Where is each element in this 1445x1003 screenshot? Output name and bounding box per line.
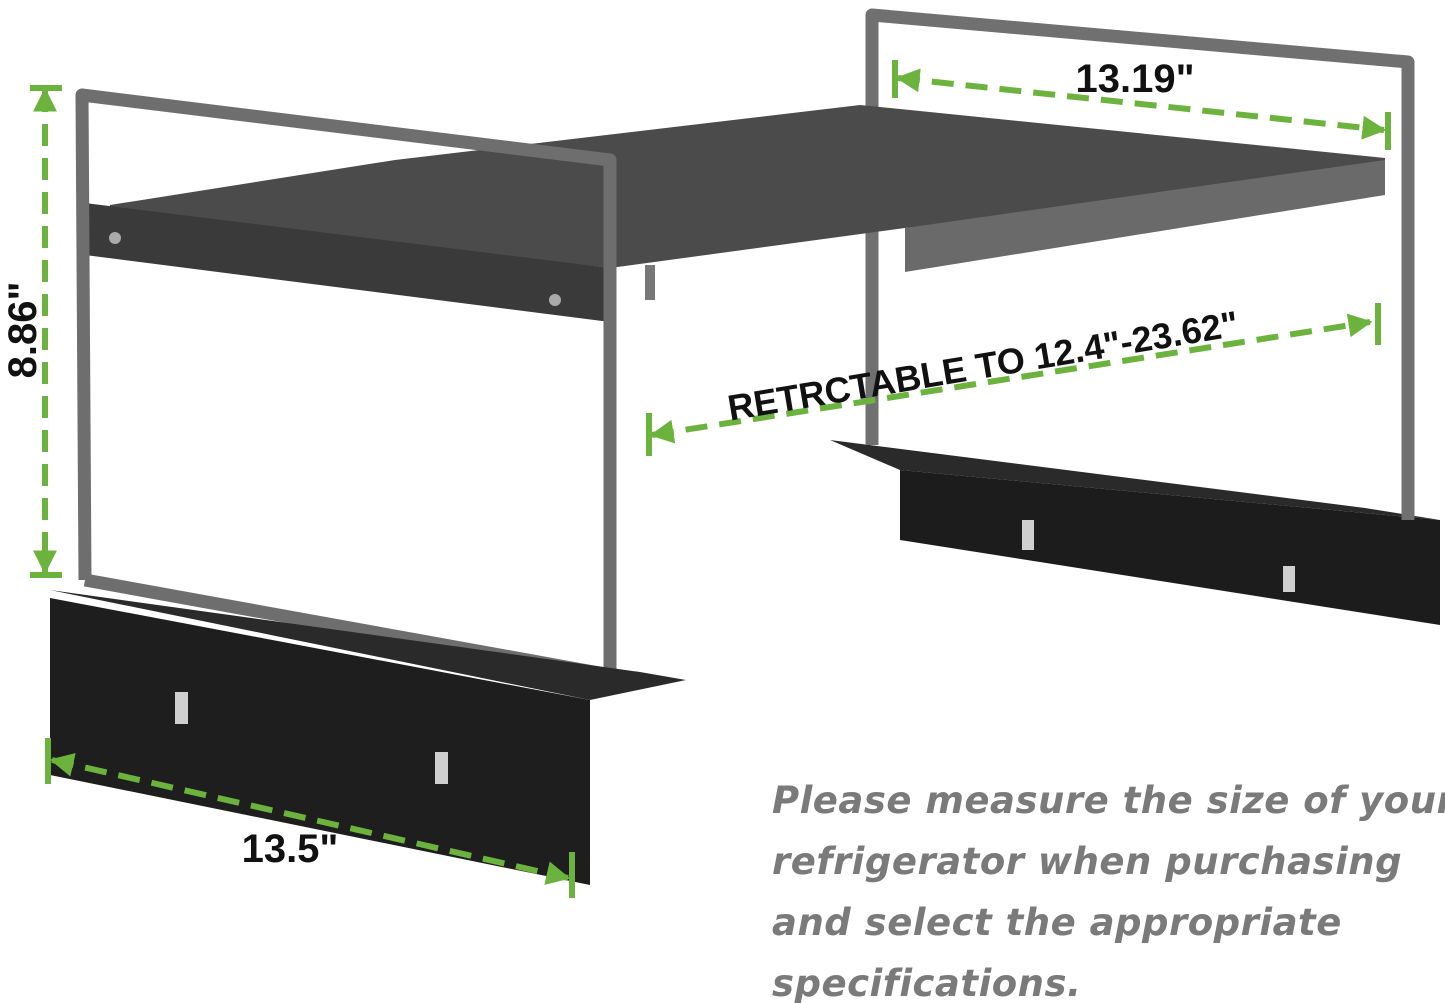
width-label: RETRCTABLE TO 12.4"-23.62" (725, 303, 1242, 429)
note-line: refrigerator when purchasing (772, 840, 1403, 883)
note-line: specifications. (772, 962, 1082, 1003)
right-foot (830, 440, 1440, 625)
left-frame (75, 88, 617, 682)
depth-label: 13.19" (1075, 57, 1194, 101)
height-label: 8.86" (1, 282, 45, 379)
left-foot (50, 590, 686, 885)
measurement-note: Please measure the size of your refriger… (772, 770, 1445, 1003)
note-line: and select the appropriate (772, 901, 1342, 944)
note-line: Please measure the size of your (772, 779, 1445, 822)
dimension-lines (30, 60, 1391, 898)
base-label: 13.5" (242, 827, 339, 871)
shelf (85, 105, 1385, 322)
